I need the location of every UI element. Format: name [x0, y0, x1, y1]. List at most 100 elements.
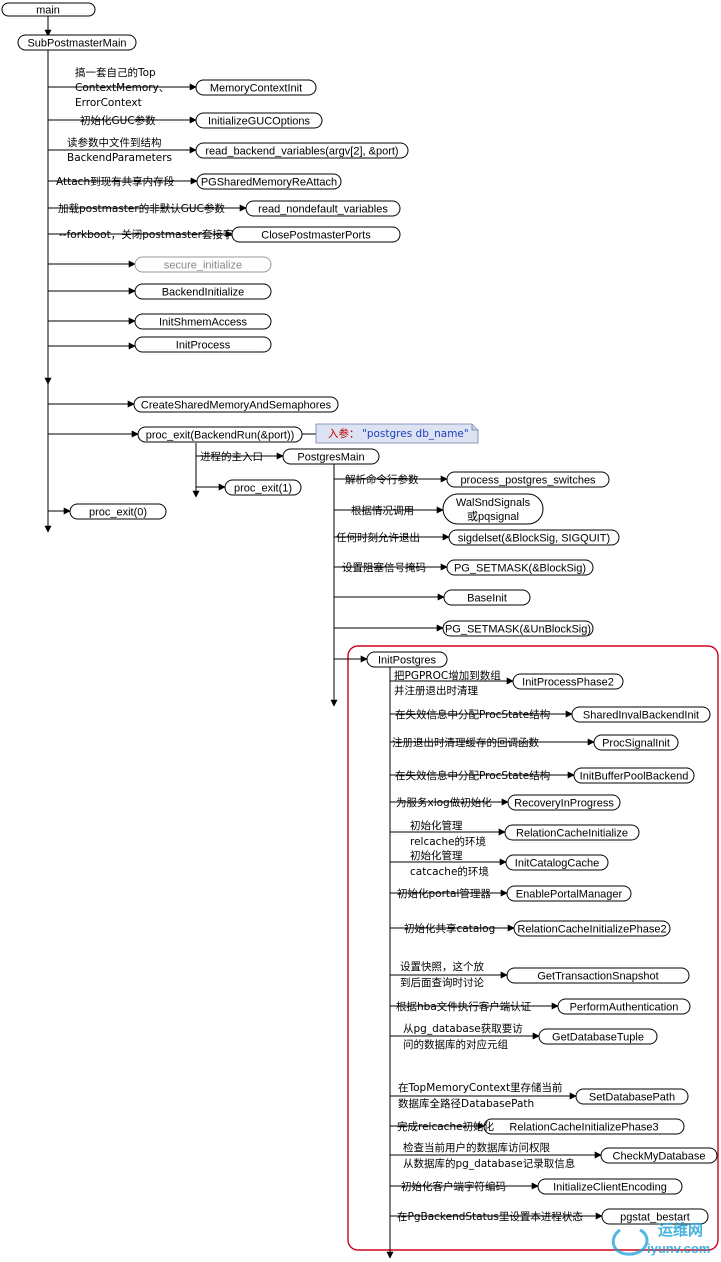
- text-checkmydatabase: CheckMyDatabase: [613, 1151, 706, 1163]
- backendrun-branches: [196, 452, 284, 491]
- text-initcatalogcache: InitCatalogCache: [515, 858, 599, 870]
- label-load-nondefault: 加载postmaster的非默认GUC参数: [58, 202, 225, 215]
- label-catcache-env-2: catcache的环境: [410, 865, 489, 878]
- text-initbufferpoolbackend: InitBufferPoolBackend: [580, 771, 689, 783]
- box-backendinitialize: [134, 283, 272, 300]
- label-portal-mgr: 初始化portal管理器: [397, 887, 491, 900]
- text-pgstat-bestart: pgstat_bestart: [620, 1212, 690, 1224]
- label-pgproc-1: 把PGPROC增加到数组: [394, 669, 501, 682]
- box-memorycontextinit: [195, 79, 317, 96]
- text-pgsharedmemoryreattach: PGSharedMemoryReAttach: [201, 177, 337, 189]
- box-read-nondefault-variables: [245, 200, 401, 217]
- label-client-encoding: 初始化客户端字符编码: [401, 1180, 506, 1193]
- text-subpostmastermain: SubPostmasterMain: [27, 38, 126, 50]
- text-walsndsignals-1: WalSndSignals: [456, 497, 531, 509]
- label-relcache-env-1: 初始化管理: [410, 819, 463, 832]
- box-relationcacheinitializephase2: [513, 920, 671, 937]
- text-createsharedmemory: CreateSharedMemoryAndSemaphores: [141, 400, 332, 412]
- text-proc-exit-1: proc_exit(1): [234, 483, 292, 495]
- label-procstate-2: 在失效信息中分配ProcState结构: [395, 769, 550, 782]
- box-initprocessphase2: [512, 673, 624, 690]
- label-procstate-1: 在失效信息中分配ProcState结构: [395, 708, 550, 721]
- box-procsignalinit: [593, 734, 679, 751]
- site-watermark: 运维网 iyunv.com: [611, 1221, 710, 1256]
- box-performauthentication: [557, 998, 691, 1015]
- text-initializegucoptions: InitializeGUCOptions: [208, 116, 311, 128]
- text-initprocess: InitProcess: [176, 340, 231, 352]
- initpostgres-highlight-frame: [347, 645, 719, 1251]
- initpostgres-branches: [390, 677, 603, 1220]
- text-recoveryinprogress: RecoveryInProgress: [514, 798, 614, 810]
- label-init-guc: 初始化GUC参数: [80, 114, 156, 127]
- box-proc-exit-1: [224, 479, 302, 496]
- box-secure-initialize: [134, 256, 272, 273]
- box-pg-setmask-block: [446, 559, 594, 576]
- box-closepostmasterports: [231, 226, 401, 243]
- label-attach-shmem: Attach到现有共享内存段: [56, 175, 175, 188]
- text-proc-exit-0: proc_exit(0): [89, 507, 147, 519]
- text-setdatabasepath: SetDatabasePath: [589, 1092, 675, 1104]
- text-relationcacheinitializephase2: RelationCacheInitializePhase2: [517, 924, 666, 936]
- text-relationcacheinitialize: RelationCacheInitialize: [516, 828, 628, 840]
- text-initprocessphase2: InitProcessPhase2: [522, 677, 614, 689]
- input-param-note: 入参： "postgres db_name": [315, 423, 479, 444]
- box-pgstat-bestart: [601, 1208, 709, 1225]
- text-procsignalinit: ProcSignalInit: [602, 738, 670, 750]
- box-subpostmastermain: [17, 34, 137, 51]
- text-postgresmain: PostgresMain: [297, 452, 364, 464]
- label-top-context-3: ErrorContext: [75, 97, 142, 109]
- watermark-cn: 运维网: [658, 1221, 703, 1239]
- label-check-db-1: 检查当前用户的数据库访问权限: [403, 1141, 550, 1154]
- box-recoveryinprogress: [507, 794, 621, 811]
- label-hba-auth: 根据hba文件执行客户端认证: [396, 1000, 532, 1013]
- label-backend-status: 在PgBackendStatus里设置本进程状态: [397, 1210, 583, 1223]
- box-sigdelset: [448, 529, 620, 546]
- label-process-entry: 进程的主入口: [200, 450, 263, 463]
- text-backendinitialize: BackendInitialize: [162, 287, 245, 299]
- text-initializeclientencoding: InitializeClientEncoding: [553, 1182, 667, 1194]
- box-main: [1, 2, 96, 17]
- text-pg-setmask-unblock: PG_SETMASK(&UnBlockSig): [445, 624, 591, 636]
- box-enableportalmanager: [506, 885, 632, 902]
- text-proc-exit-backendrun: proc_exit(BackendRun(&port)): [146, 430, 295, 442]
- box-createsharedmemory: [133, 396, 339, 413]
- text-gettransactionsnapshot: GetTransactionSnapshot: [537, 971, 658, 983]
- box-pgsharedmemoryreattach: [196, 173, 342, 190]
- text-baseinit: BaseInit: [467, 593, 507, 605]
- label-parse-cmdline: 解析命令行参数: [345, 473, 419, 486]
- text-sigdelset: sigdelset(&BlockSig, SIGQUIT): [458, 533, 610, 545]
- postgresmain-branches: [334, 475, 450, 663]
- label-snapshot-2: 到后面查询时讨论: [400, 976, 484, 989]
- box-relationcacheinitialize: [504, 824, 640, 841]
- label-by-situation: 根据情况调用: [351, 504, 414, 517]
- box-sharedinvalbackendinit: [571, 706, 711, 723]
- box-read-backend-variables: [195, 142, 409, 159]
- text-process-postgres-switches: process_postgres_switches: [460, 475, 596, 487]
- text-sharedinvalbackendinit: SharedInvalBackendInit: [583, 710, 699, 722]
- label-set-block-mask: 设置阻塞信号掩码: [342, 561, 426, 574]
- label-db-path-2: 数据库全路径DatabasePath: [398, 1097, 534, 1110]
- sub-branches: [44, 83, 316, 515]
- label-read-params-1: 读参数中文件到结构: [67, 136, 162, 149]
- box-relationcacheinitializephase3: [483, 1118, 685, 1135]
- label-db-tuple-2: 问的数据库的对应元组: [403, 1038, 508, 1051]
- label-forkboot: --forkboot，关闭postmaster套接字: [59, 228, 233, 241]
- label-snapshot-1: 设置快照，这个放: [400, 960, 484, 973]
- box-initshmemaccess: [134, 313, 272, 330]
- label-db-path-1: 在TopMemoryContext里存储当前: [398, 1081, 563, 1094]
- label-register-cleanup: 注册退出时清理缓存的回调函数: [392, 736, 539, 749]
- text-initpostgres: InitPostgres: [378, 655, 437, 667]
- box-proc-exit-0: [69, 503, 167, 520]
- box-baseinit: [443, 589, 531, 606]
- text-relationcacheinitializephase3: RelationCacheInitializePhase3: [509, 1122, 658, 1134]
- label-read-params-2: BackendParameters: [67, 152, 172, 164]
- text-memorycontextinit: MemoryContextInit: [210, 83, 302, 95]
- text-getdatabasetuple: GetDatabaseTuple: [552, 1032, 644, 1044]
- text-performauthentication: PerformAuthentication: [570, 1002, 679, 1014]
- box-initpostgres: [366, 651, 448, 668]
- text-read-backend-variables: read_backend_variables(argv[2], &port): [205, 146, 398, 158]
- label-xlog-init: 为服务xlog做初始化: [396, 796, 492, 809]
- label-relcache-env-2: relcache的环境: [410, 835, 486, 848]
- box-initprocess: [134, 336, 272, 353]
